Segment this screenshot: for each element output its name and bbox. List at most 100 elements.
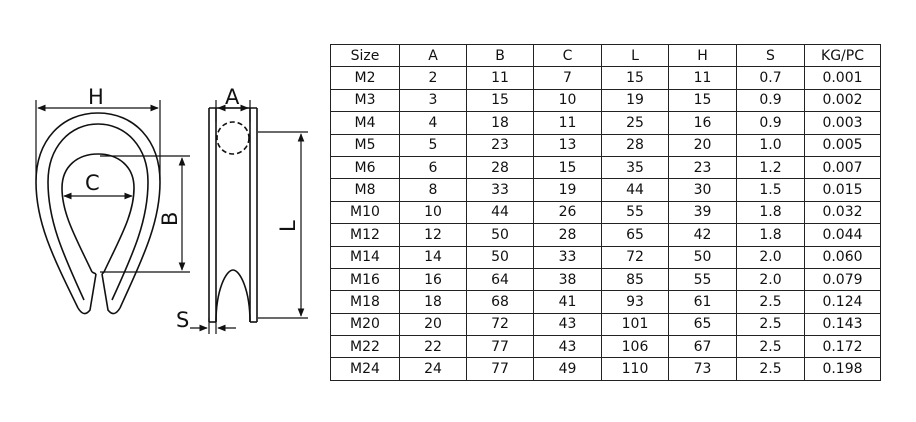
label-A: A (225, 85, 240, 109)
table-cell: 2 (399, 66, 467, 90)
table-cell: 0.7 (736, 66, 805, 90)
table-cell: 50 (466, 223, 534, 247)
table-cell: 0.9 (736, 111, 805, 135)
table-cell: 4 (399, 111, 467, 135)
table-cell: M10 (330, 200, 400, 225)
dimension-B (100, 155, 190, 273)
table-cell: 1.5 (736, 178, 805, 202)
table-cell: 65 (601, 223, 669, 247)
table-cell: 33 (533, 245, 602, 269)
label-B: B (158, 212, 182, 226)
table-cell: 77 (466, 335, 534, 359)
table-cell: 11 (533, 111, 602, 135)
table-cell: 16 (399, 267, 467, 292)
table-cell: 67 (668, 335, 737, 359)
table-cell: 26 (533, 200, 602, 225)
table-cell: 0.015 (804, 178, 881, 202)
table-cell: M4 (330, 111, 400, 135)
table-cell: M8 (330, 178, 400, 202)
table-cell: 55 (601, 200, 669, 225)
dimension-S (190, 318, 236, 334)
table-cell: 2.0 (736, 267, 805, 292)
table-cell: 20 (399, 312, 467, 337)
table-cell: 25 (601, 111, 669, 135)
table-cell: 68 (466, 290, 534, 314)
table-cell: 1.0 (736, 133, 805, 157)
table-cell: 101 (601, 312, 669, 337)
table-cell: 0.060 (804, 245, 881, 269)
table-cell: 39 (668, 200, 737, 225)
table-cell: M5 (330, 133, 400, 157)
dimension-H (35, 100, 161, 180)
table-cell: 28 (601, 133, 669, 157)
table-cell: 19 (601, 88, 669, 113)
label-S: S (176, 308, 189, 332)
table-cell: M12 (330, 223, 400, 247)
table-cell: 2.5 (736, 335, 805, 359)
table-cell: 23 (466, 133, 534, 157)
table-cell: M20 (330, 312, 400, 337)
table-cell: 12 (399, 223, 467, 247)
table-cell: 15 (668, 88, 737, 113)
label-L: L (276, 220, 300, 232)
table-cell: 61 (668, 290, 737, 314)
table-cell: 0.044 (804, 223, 881, 247)
table-cell: 0.172 (804, 335, 881, 359)
table-cell: 10 (399, 200, 467, 225)
table-cell: M18 (330, 290, 400, 314)
column-header: S (736, 43, 805, 68)
table-cell: 0.001 (804, 66, 881, 90)
table-cell: 35 (601, 155, 669, 180)
table-cell: 65 (668, 312, 737, 337)
column-header: H (668, 43, 737, 68)
table-cell: 16 (668, 111, 737, 135)
table-cell: 0.198 (804, 357, 881, 381)
table-cell: 20 (668, 133, 737, 157)
table-cell: 7 (533, 66, 602, 90)
table-cell: 3 (399, 88, 467, 113)
table-cell: 44 (601, 178, 669, 202)
table-cell: M24 (330, 357, 400, 381)
thimble-side-view (208, 107, 258, 323)
table-cell: 38 (533, 267, 602, 292)
table-cell: 15 (533, 155, 602, 180)
table-cell: 50 (668, 245, 737, 269)
table-cell: 18 (399, 290, 467, 314)
table-cell: 41 (533, 290, 602, 314)
table-cell: 13 (533, 133, 602, 157)
thimble-front-view (35, 112, 161, 315)
table-cell: 23 (668, 155, 737, 180)
column-header: C (533, 43, 602, 68)
column-header: L (601, 43, 669, 68)
table-cell: 28 (466, 155, 534, 180)
table-cell: 8 (399, 178, 467, 202)
table-cell: 72 (601, 245, 669, 269)
table-cell: 6 (399, 155, 467, 180)
table-cell: 0.032 (804, 200, 881, 225)
table-cell: 1.8 (736, 200, 805, 225)
table-cell: 2.0 (736, 245, 805, 269)
thimble-technical-drawing: H C B A L (35, 85, 308, 334)
table-cell: 2.5 (736, 357, 805, 381)
table-cell: 43 (533, 335, 602, 359)
table-cell: 44 (466, 200, 534, 225)
column-header: Size (330, 43, 400, 68)
table-cell: 30 (668, 178, 737, 202)
dimension-L (258, 131, 308, 319)
table-cell: 49 (533, 357, 602, 381)
table-cell: 93 (601, 290, 669, 314)
table-cell: M14 (330, 245, 400, 269)
table-cell: M16 (330, 267, 400, 292)
column-header: KG/PC (804, 43, 881, 68)
table-cell: 5 (399, 133, 467, 157)
